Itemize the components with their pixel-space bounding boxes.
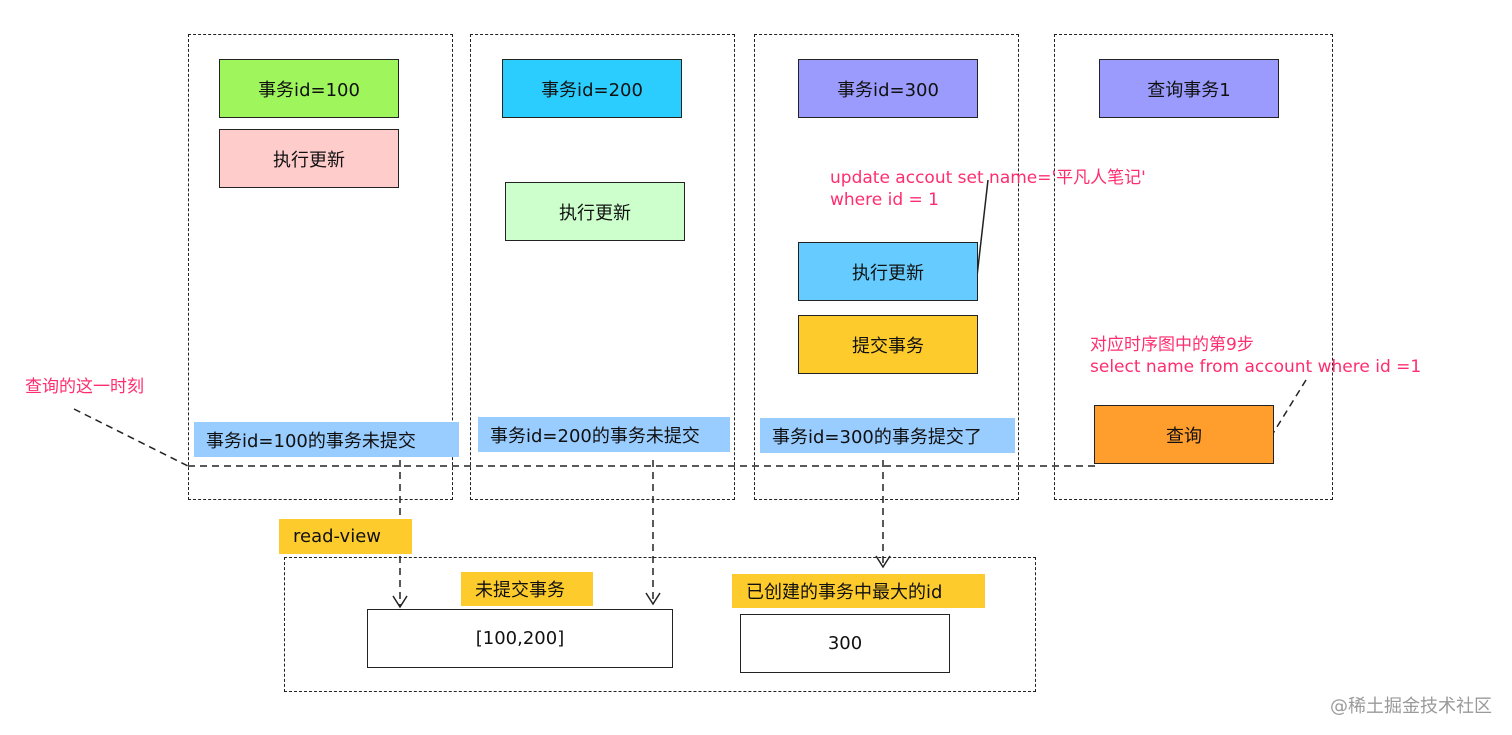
read-view-frame xyxy=(284,557,1036,692)
query-note-leader xyxy=(1271,379,1307,436)
watermark: @稀土掘金技术社区 xyxy=(1330,696,1492,717)
query-action-box: 查询 xyxy=(1094,405,1274,464)
tx300-column xyxy=(754,34,1019,500)
tx300-status: 事务id=300的事务提交了 xyxy=(760,418,1015,453)
tx200-column xyxy=(470,34,735,500)
uncommitted-label: 未提交事务 xyxy=(461,572,593,606)
max-id-value-box: 300 xyxy=(740,614,950,673)
max-id-label: 已创建的事务中最大的id xyxy=(732,574,985,608)
query-header: 查询事务1 xyxy=(1099,59,1279,118)
tx100-column xyxy=(188,34,453,500)
tx200-update-box: 执行更新 xyxy=(505,182,685,241)
read-view-tag: read-view xyxy=(279,519,412,554)
tx100-header: 事务id=100 xyxy=(219,59,399,118)
query-note-line2: select name from account where id =1 xyxy=(1090,357,1422,377)
uncommitted-value-box: [100,200] xyxy=(367,609,673,668)
tx100-update-box: 执行更新 xyxy=(219,129,399,188)
update-sql-note-line1: update accout set name='平凡人笔记' xyxy=(830,168,1146,188)
tx300-header: 事务id=300 xyxy=(798,59,978,118)
update-sql-note-line2: where id = 1 xyxy=(830,190,939,210)
tx200-status: 事务id=200的事务未提交 xyxy=(478,417,730,452)
query-note-line1: 对应时序图中的第9步 xyxy=(1090,335,1254,355)
query-column xyxy=(1054,34,1333,500)
tx200-header: 事务id=200 xyxy=(502,59,682,118)
moment-label: 查询的这一时刻 xyxy=(25,377,144,397)
tx300-update-box: 执行更新 xyxy=(798,242,978,301)
update-note-leader xyxy=(975,179,989,286)
tx300-commit-box: 提交事务 xyxy=(798,315,978,374)
moment-pointer-line xyxy=(73,408,189,467)
tx100-status: 事务id=100的事务未提交 xyxy=(194,422,459,457)
